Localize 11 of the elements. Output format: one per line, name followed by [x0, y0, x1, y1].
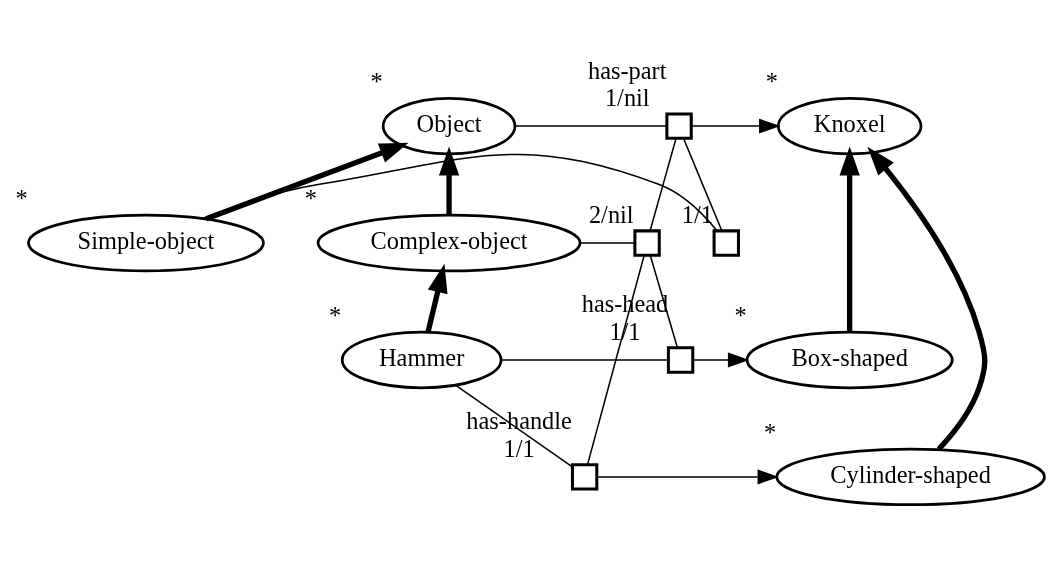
- node-label: 1/1: [503, 434, 535, 462]
- node-label: *: [734, 301, 747, 329]
- node-label: *: [329, 301, 342, 329]
- node-label: *: [15, 184, 28, 212]
- node-label: *: [370, 67, 383, 95]
- node-label: has-part: [588, 56, 667, 84]
- node-label: *: [764, 418, 777, 446]
- node-label: 1/nil: [604, 83, 650, 111]
- node-label: 2/nil: [588, 200, 634, 228]
- node-label: *: [765, 67, 778, 95]
- node-label: *: [304, 184, 317, 212]
